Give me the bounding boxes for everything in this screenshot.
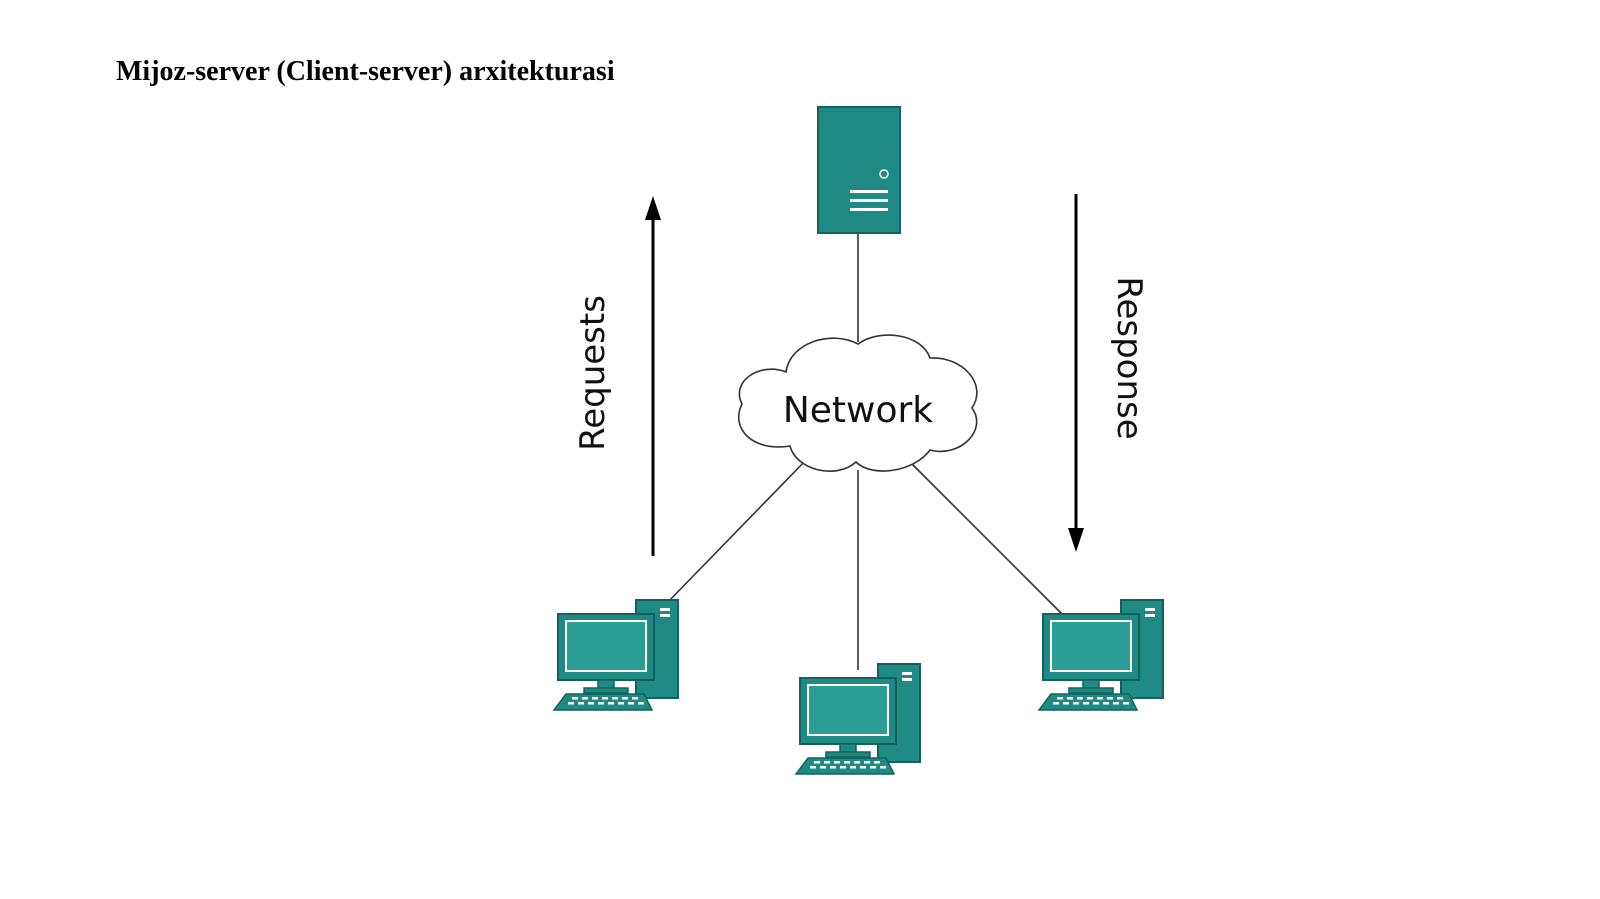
- requests-arrow: [645, 196, 661, 556]
- slide-title: Mijoz-server (Client-server) arxitektura…: [116, 56, 615, 87]
- network-links: [665, 234, 1063, 670]
- client-link-right: [909, 461, 1063, 615]
- client-computer-right-icon: [1038, 599, 1164, 711]
- response-label: Response: [1109, 276, 1149, 439]
- client-computer-left-icon: [553, 599, 679, 711]
- response-arrow: [1068, 194, 1084, 552]
- server-icon: [817, 106, 901, 234]
- network-cloud-icon: Network: [737, 334, 978, 472]
- network-label: Network: [783, 390, 933, 431]
- client-link-left: [665, 457, 809, 605]
- requests-label: Requests: [573, 295, 613, 451]
- client-computer-center-icon: [795, 663, 921, 775]
